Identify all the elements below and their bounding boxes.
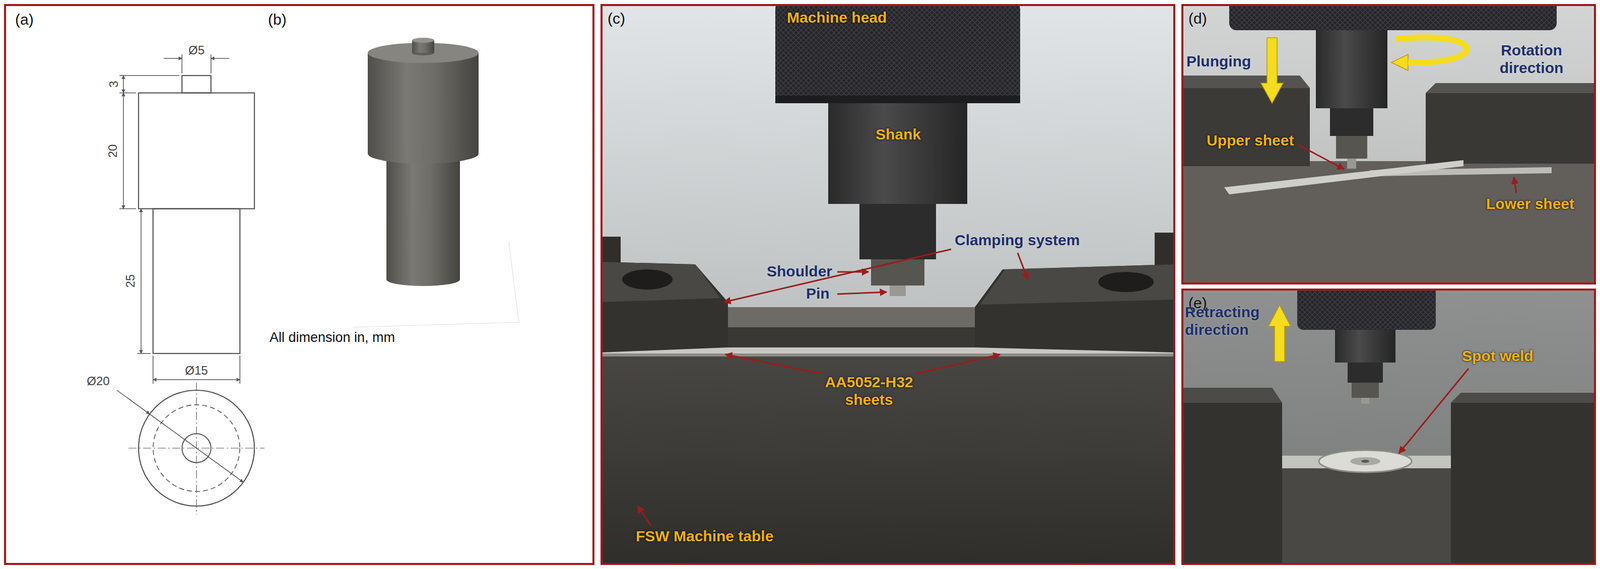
dimension-text: Ø20 [86, 374, 110, 389]
motion-label: Rotation direction [1490, 41, 1574, 77]
dimension-text: Ø5 [188, 43, 205, 58]
plunging-photo [1181, 4, 1596, 285]
unit-note: All dimension in, mm [269, 329, 395, 346]
part-label: Pin [806, 285, 830, 303]
machine-photo [600, 4, 1176, 566]
panel-letter: (c) [607, 10, 626, 28]
retracting-photo [1181, 288, 1596, 566]
panel-letter: (b) [268, 11, 287, 29]
part-label: Upper sheet [1206, 131, 1294, 150]
panel-letter: (a) [15, 11, 34, 29]
part-label: AA5052-H32 sheets [815, 373, 924, 409]
part-label: FSW Machine table [635, 527, 774, 546]
dimension-text: Ø15 [184, 363, 208, 378]
tool-drawing [116, 37, 519, 515]
part-label: Shoulder [766, 262, 833, 281]
dimension-text: 20 [105, 144, 120, 159]
tool-render [352, 37, 519, 328]
panel-frame: (a) (b) [4, 4, 595, 566]
motion-label: Retracting direction [1184, 303, 1267, 339]
part-label: Lower sheet [1486, 195, 1575, 214]
part-label: Machine head [786, 9, 887, 27]
motion-label: Plunging [1186, 52, 1251, 71]
panel-letter: (d) [1188, 10, 1208, 28]
part-label: Spot weld [1461, 347, 1534, 366]
dimension-text: 25 [123, 274, 138, 289]
dimension-text: 3 [106, 80, 121, 88]
part-label: Clamping system [954, 231, 1080, 250]
part-label: Shank [875, 125, 921, 144]
panel-frame: (c) [600, 4, 1176, 566]
